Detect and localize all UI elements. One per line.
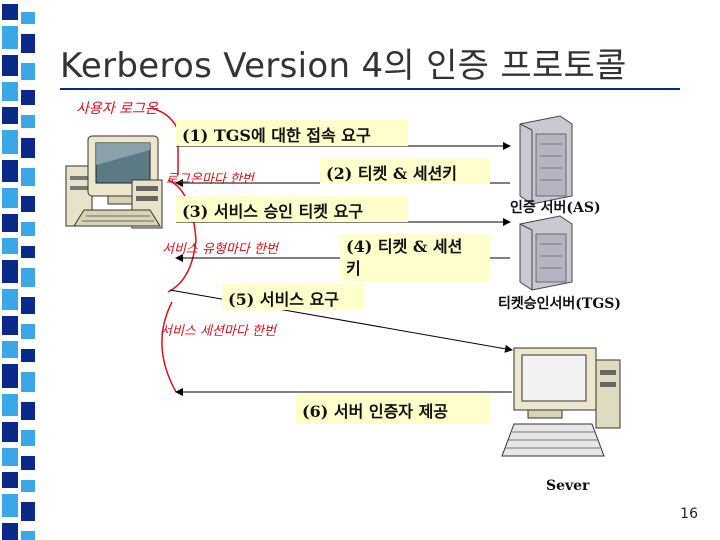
- stripe-block: [21, 63, 35, 80]
- service-type-bracket: [167, 179, 197, 293]
- message-3-box: (3) 서비스 승인 티켓 요구: [176, 196, 408, 222]
- stripe-block: [21, 268, 35, 287]
- stripe-block: [21, 222, 35, 236]
- stripe-block: [2, 260, 18, 283]
- tgs-server-icon: [519, 215, 573, 291]
- stripe-block: [2, 289, 18, 310]
- per-logon-annotation: 로그온마다 한번: [166, 172, 254, 187]
- stripe-block: [2, 238, 18, 254]
- stripe-block: [21, 456, 35, 470]
- stripe-block: [2, 55, 18, 76]
- service-session-bracket: [161, 301, 177, 393]
- stripe-block: [2, 26, 18, 49]
- stripe-block: [2, 160, 18, 182]
- application-server-icon: [501, 347, 621, 457]
- stripe-block: [2, 188, 18, 208]
- message-1-box: (1) TGS에 대한 접속 요구: [176, 120, 408, 146]
- stripe-block: [21, 34, 35, 53]
- slide-title: Kerberos Version 4의 인증 프로토콜: [60, 46, 627, 86]
- title-underline: [60, 88, 680, 90]
- stripe-block: [21, 502, 35, 521]
- stripe-block: [2, 448, 18, 466]
- stripe-block: [21, 138, 35, 158]
- stripe-block: [21, 402, 35, 420]
- per-service-session-annotation: 서비스 세션마다 한번: [160, 324, 276, 339]
- stripe-block: [2, 4, 18, 20]
- page-number: 16: [680, 506, 698, 522]
- stripe-block: [2, 472, 18, 488]
- stripe-block: [2, 364, 18, 388]
- message-4-line1: (4) 티켓 & 세션: [346, 237, 463, 256]
- stripe-block: [21, 168, 35, 186]
- stripe-block: [2, 394, 18, 416]
- message-5-box: (5) 서비스 요구: [222, 284, 364, 310]
- message-6-box: (6) 서버 인증자 제공: [296, 394, 490, 424]
- application-server-label: Sever: [546, 478, 590, 494]
- stripe-block: [21, 430, 35, 446]
- stripe-block: [21, 196, 35, 212]
- as-server-label: 인증 서버(AS): [510, 200, 601, 216]
- stripe-block: [21, 115, 35, 128]
- message-4-box: (4) 티켓 & 세션 키: [340, 234, 490, 282]
- stripe-block: [2, 316, 18, 335]
- as-server-icon: [519, 115, 573, 205]
- stripe-block: [2, 107, 18, 124]
- user-login-annotation: 사용자 로그온: [76, 101, 158, 117]
- stripe-block: [21, 324, 35, 339]
- stripe-block: [2, 130, 18, 154]
- client-computer-icon: [65, 135, 163, 229]
- per-service-type-annotation: 서비스 유형마다 한번: [162, 242, 278, 257]
- stripe-block: [21, 246, 35, 258]
- message-4-line2: 키: [346, 259, 361, 278]
- stripe-block: [21, 297, 35, 314]
- stripe-block: [2, 82, 18, 101]
- stripe-block: [2, 341, 18, 358]
- stripe-block: [21, 349, 35, 362]
- stripe-block: [21, 90, 35, 105]
- stripe-block: [2, 422, 18, 442]
- stripe-block: [2, 494, 18, 517]
- tgs-server-label: 티켓승인서버(TGS): [498, 296, 622, 312]
- stripe-block: [21, 12, 35, 24]
- stripe-block: [2, 214, 18, 232]
- stripe-block: [21, 480, 35, 492]
- decorative-stripe: [0, 0, 40, 540]
- message-2-box: (2) 티켓 & 세션키: [320, 158, 490, 184]
- stripe-block: [21, 531, 35, 540]
- stripe-block: [2, 523, 18, 540]
- stripe-block: [21, 372, 35, 392]
